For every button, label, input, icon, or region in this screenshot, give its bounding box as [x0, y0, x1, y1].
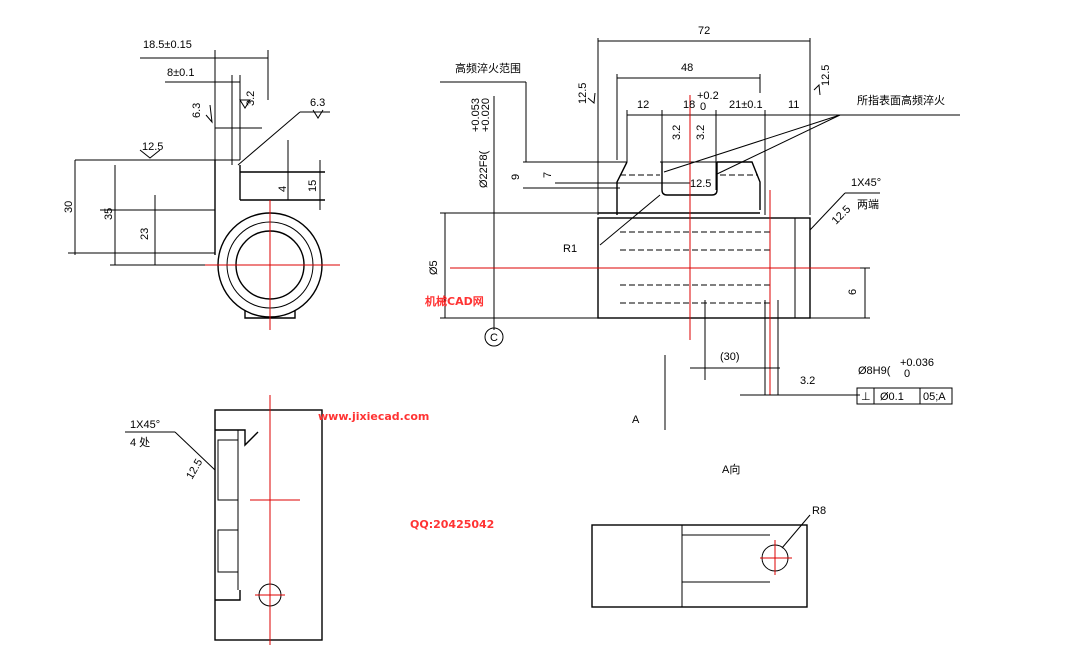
radius-r1: R1: [563, 243, 577, 255]
tolerance-18-upper: +0.2: [697, 90, 719, 102]
hole-upper-tolerance: +0.036: [900, 357, 934, 369]
chamfer-label: 1X45°: [851, 177, 881, 189]
view-a-arrow-label: A: [632, 414, 640, 426]
radius-r8: R8: [812, 505, 826, 517]
tolerance-18-lower: 0: [700, 101, 706, 113]
watermark-line2: www.jixiecad.com: [318, 410, 429, 423]
roughness-12-5: 12.5: [690, 178, 711, 190]
a-direction-view: [591, 514, 811, 608]
dim-15: 15: [307, 180, 319, 192]
dim-8: 8±0.1: [167, 67, 194, 79]
hardening-range-label: 高频淬火范围: [455, 61, 521, 75]
bore-diameter: Ø22F8(: [478, 150, 490, 188]
hole-diameter: Ø8H9(: [858, 365, 891, 377]
bore-upper-tolerance: +0.053: [470, 98, 482, 132]
roughness-12-5: 12.5: [577, 83, 589, 104]
dim-4: 4: [277, 186, 289, 192]
left-side-view: [68, 50, 340, 330]
roughness-3-2: 3.2: [800, 375, 815, 387]
dim-18-5: 18.5±0.15: [143, 39, 192, 51]
dim-21: 21±0.1: [729, 99, 763, 111]
dim-9: 9: [510, 174, 522, 180]
roughness-3-2: 3.2: [671, 125, 683, 140]
roughness-12-5: 12.5: [830, 203, 854, 227]
dim-30: 30: [63, 201, 75, 213]
dim-30: (30): [720, 351, 740, 363]
dia-right: 6: [847, 289, 859, 295]
watermark-line3: QQ:20425042: [410, 518, 494, 531]
dim-23: 23: [139, 228, 151, 240]
hardening-note: 所指表面高频淬火: [857, 93, 945, 107]
dim-7: 7: [542, 172, 554, 178]
dia-left: Ø5: [428, 260, 440, 275]
dim-48: 48: [681, 62, 693, 74]
chamfer-label: 1X45°: [130, 419, 160, 431]
a-view-title: A向: [722, 462, 740, 476]
roughness-12-5: 12.5: [820, 65, 832, 86]
roughness-12-5: 12.5: [184, 457, 205, 482]
dim-35: 35: [103, 208, 115, 220]
roughness-6-3: 6.3: [191, 103, 203, 118]
dim-72: 72: [698, 25, 710, 37]
watermark-line1: 机械CAD网: [425, 294, 484, 308]
tolerance-datum: 05;A: [923, 391, 946, 403]
bore-lower-tolerance: +0.020: [480, 98, 492, 132]
main-front-view: [440, 38, 960, 430]
both-ends-label: 两端: [857, 198, 879, 211]
bottom-view: [125, 395, 323, 645]
tolerance-symbol: ⊥: [861, 391, 871, 403]
dim-18: 18: [683, 99, 695, 111]
dim-12: 12: [637, 99, 649, 111]
datum-c: C: [490, 332, 498, 344]
dim-11: 11: [788, 99, 799, 111]
roughness-3-2: 3.2: [245, 91, 257, 106]
hole-lower-tolerance: 0: [904, 368, 910, 380]
roughness-3-2: 3.2: [695, 125, 707, 140]
tolerance-value: Ø0.1: [880, 391, 904, 403]
roughness-12-5: 12.5: [142, 141, 163, 153]
roughness-6-3: 6.3: [310, 97, 325, 109]
count-label: 4 处: [130, 436, 150, 449]
